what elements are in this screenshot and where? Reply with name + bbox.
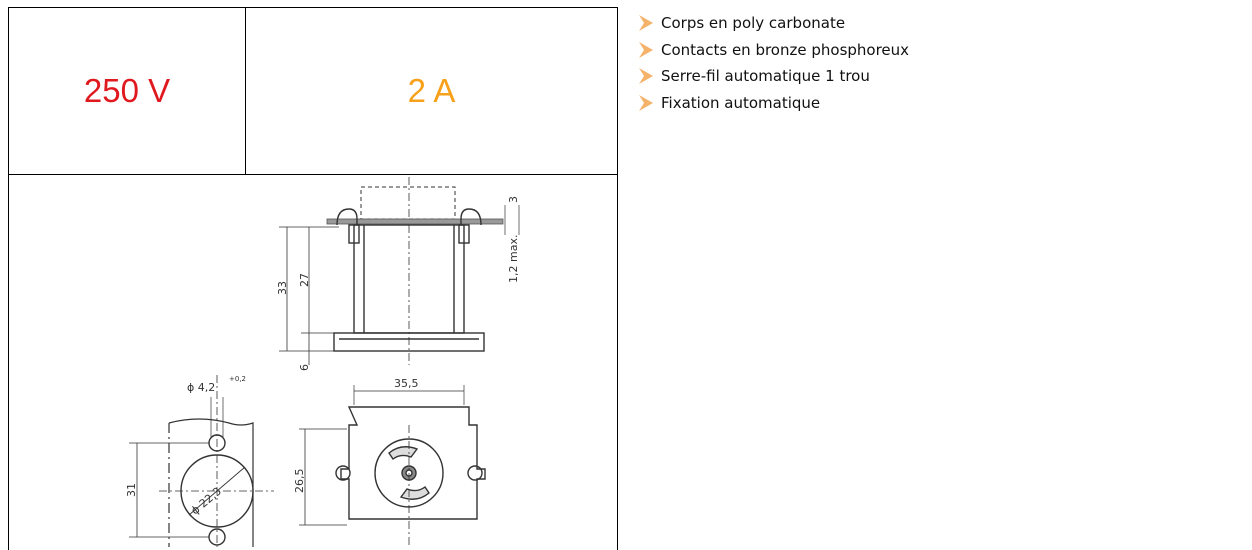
arrow-bullet-icon — [639, 94, 653, 111]
feature-text: Contacts en bronze phosphoreux — [661, 40, 910, 59]
technical-drawing-cell: 3 1,2 max. 33 27 6 ϕ 4,2 +0,2 31 ϕ 22,3 … — [8, 174, 618, 550]
dim-height-body: 27 — [298, 273, 311, 287]
dim-hole-diameter: ϕ 4,2 — [187, 381, 215, 394]
dim-height-total: 33 — [276, 281, 289, 295]
list-item: Contacts en bronze phosphoreux — [637, 37, 909, 64]
cutout-view — [129, 375, 274, 548]
dim-top-thickness: 3 — [507, 196, 520, 203]
dim-depth: 26,5 — [293, 469, 306, 494]
dim-base: 6 — [298, 364, 311, 371]
arrow-bullet-icon — [639, 41, 653, 58]
side-view — [279, 177, 520, 366]
dim-max-panel: 1,2 max. — [507, 235, 520, 283]
bottom-view — [299, 385, 486, 548]
dim-cutout-diameter: ϕ 22,3 — [189, 485, 224, 518]
arrow-bullet-icon — [639, 68, 653, 85]
voltage-rating: 250 V — [8, 6, 246, 176]
spec-table: 250 V 2 A — [8, 6, 618, 550]
dim-hole-tolerance: +0,2 — [229, 375, 246, 383]
list-item: Serre-fil automatique 1 trou — [637, 63, 909, 90]
list-item: Fixation automatique — [637, 90, 909, 117]
list-item: Corps en poly carbonate — [637, 10, 909, 37]
feature-text: Fixation automatique — [661, 93, 821, 112]
feature-list: Corps en poly carbonate Contacts en bron… — [637, 10, 909, 116]
dim-spacing: 31 — [125, 483, 138, 497]
feature-text: Serre-fil automatique 1 trou — [661, 67, 870, 86]
technical-drawing: 3 1,2 max. 33 27 6 ϕ 4,2 +0,2 31 ϕ 22,3 … — [125, 177, 520, 548]
dim-width: 35,5 — [394, 377, 419, 390]
arrow-bullet-icon — [639, 15, 653, 32]
feature-text: Corps en poly carbonate — [661, 14, 846, 33]
current-rating: 2 A — [245, 6, 618, 176]
